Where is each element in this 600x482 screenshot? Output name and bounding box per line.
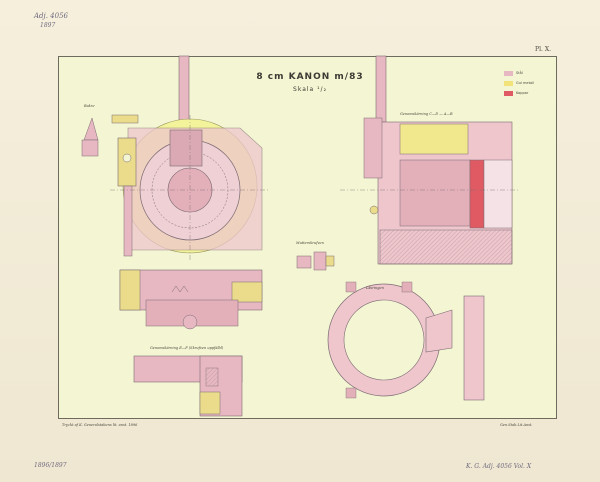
footer-right: Gen.Stab.Lit.Anst. bbox=[500, 423, 533, 427]
drawing-scale: Skala ¹/₂ bbox=[293, 86, 327, 93]
legend-swatch-steel bbox=[504, 70, 513, 76]
pencil-note-top: Adj. 4056 bbox=[34, 12, 68, 20]
footer-left: Tryckt af K. Generalstabens lit. anst. 1… bbox=[62, 423, 138, 427]
locking-ring-arm bbox=[425, 309, 453, 353]
legend-label: Stål bbox=[516, 71, 523, 75]
lower-section-hatch bbox=[205, 367, 219, 387]
key-part bbox=[83, 117, 99, 141]
pencil-note-bottom-right: K. G. Adj. 4056 Vol. X bbox=[466, 463, 532, 470]
locking-ring-inner bbox=[343, 299, 425, 381]
small-piece-b bbox=[313, 251, 327, 271]
locking-ring-side-view bbox=[463, 295, 485, 401]
legend-item: Stål bbox=[504, 69, 549, 77]
title-block: 8 cm KANON m/83 Skala ¹/₂ bbox=[250, 72, 370, 93]
section-view-hatched-base bbox=[379, 229, 513, 265]
lower-section-brass bbox=[199, 391, 221, 415]
small-piece-a bbox=[296, 255, 312, 269]
small-piece-view bbox=[296, 251, 335, 271]
material-legend: Stål Gul metall Koppar bbox=[504, 69, 549, 99]
front-view-tube bbox=[178, 55, 190, 125]
section-view-brass-top bbox=[399, 123, 469, 155]
drawing-title: 8 cm KANON m/83 bbox=[256, 72, 364, 82]
locking-ring-view bbox=[327, 281, 485, 401]
plan-view-brass-right bbox=[231, 281, 263, 303]
front-view-lever-hole bbox=[122, 153, 132, 163]
label-lower: Genomskärning E—F (Skrufven uppfälld) bbox=[150, 346, 224, 350]
legend-item: Gul metall bbox=[504, 79, 549, 87]
label-front: Bakre bbox=[84, 104, 95, 108]
lower-section-view bbox=[133, 355, 243, 417]
section-view-tube bbox=[375, 55, 387, 123]
plan-view bbox=[119, 269, 263, 330]
section-view-copper-ring bbox=[469, 159, 485, 229]
plan-view-spring bbox=[171, 285, 189, 293]
label-piece: Mutterskrufven bbox=[296, 241, 324, 245]
legend-label: Koppar bbox=[516, 91, 529, 95]
key-part-base bbox=[81, 139, 99, 157]
locking-ring-lug-2 bbox=[401, 281, 413, 293]
plan-view-brass-left bbox=[119, 269, 141, 311]
pencil-note-year: 1897 bbox=[40, 22, 56, 29]
pencil-note-bottom-left: 1896/1897 bbox=[34, 462, 67, 469]
section-view-pin bbox=[369, 205, 379, 215]
legend-swatch-brass bbox=[504, 80, 513, 86]
label-section: Genomskärning C—D — A—B bbox=[400, 112, 453, 116]
front-view-handle bbox=[123, 185, 133, 257]
small-piece-c bbox=[325, 255, 335, 267]
section-view bbox=[340, 55, 520, 265]
locking-ring-lug-1 bbox=[345, 281, 357, 293]
legend-swatch-copper bbox=[504, 90, 513, 96]
section-view-bore bbox=[483, 159, 513, 229]
plate-number: Pl. X. bbox=[535, 46, 551, 53]
legend-label: Gul metall bbox=[516, 81, 535, 85]
front-view bbox=[81, 55, 270, 262]
front-view-top-pin bbox=[111, 114, 139, 124]
plan-view-knob bbox=[182, 314, 198, 330]
section-view-lever bbox=[363, 117, 383, 179]
legend-item: Koppar bbox=[504, 89, 549, 97]
label-ring: Låsringen bbox=[366, 286, 384, 290]
front-view-block bbox=[169, 129, 203, 167]
section-view-breech bbox=[399, 159, 471, 227]
locking-ring-lug-3 bbox=[345, 387, 357, 399]
